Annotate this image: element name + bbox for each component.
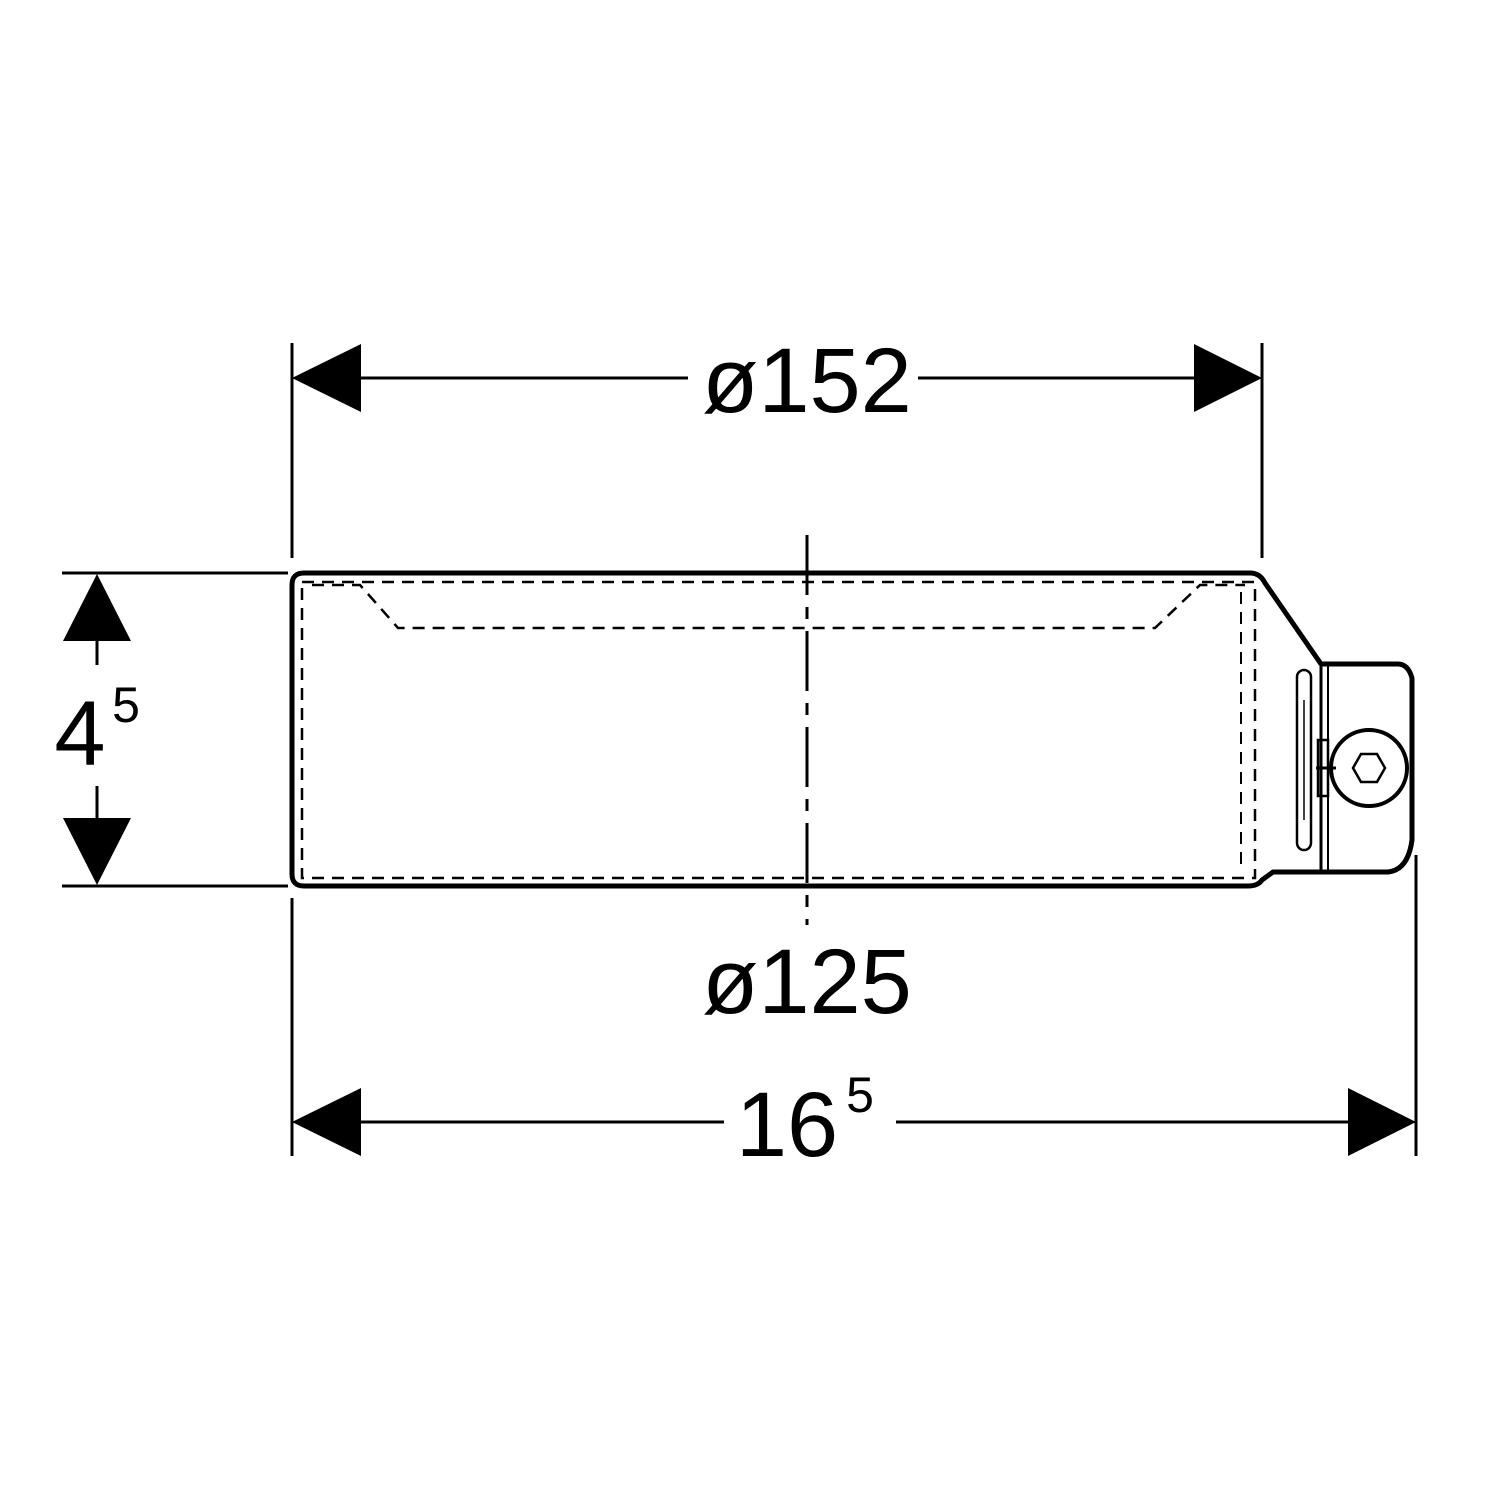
arrow-icon (292, 1088, 361, 1156)
inner-bowl-dashed (312, 583, 1245, 630)
screw-washer (1316, 738, 1330, 798)
clamp-assembly (1295, 664, 1409, 872)
dimension-label-length-sup: 5 (846, 1067, 874, 1123)
dimension-length: 16 5 (292, 1067, 1416, 1176)
dimension-label-height-sup: 5 (112, 677, 140, 733)
inner-wall-dashed (300, 580, 1257, 880)
extension-lines (62, 343, 1418, 1156)
arrow-icon (63, 574, 131, 641)
dimension-label-length: 16 (736, 1074, 838, 1176)
body-outline (289, 570, 1415, 889)
dimension-label-top: ø152 (702, 330, 912, 432)
dimension-top: ø152 (292, 330, 1262, 432)
arrow-icon (292, 344, 361, 412)
screw-icon (1329, 728, 1409, 808)
arrow-icon (63, 818, 131, 885)
dimension-height: 4 5 (54, 574, 140, 885)
dimension-label-height: 4 (54, 683, 105, 785)
part-body (289, 570, 1415, 889)
dimension-label-bottom: ø125 (702, 931, 912, 1033)
clamp-slot (1295, 668, 1313, 852)
arrow-icon (1194, 344, 1262, 412)
arrow-icon (1348, 1088, 1416, 1156)
